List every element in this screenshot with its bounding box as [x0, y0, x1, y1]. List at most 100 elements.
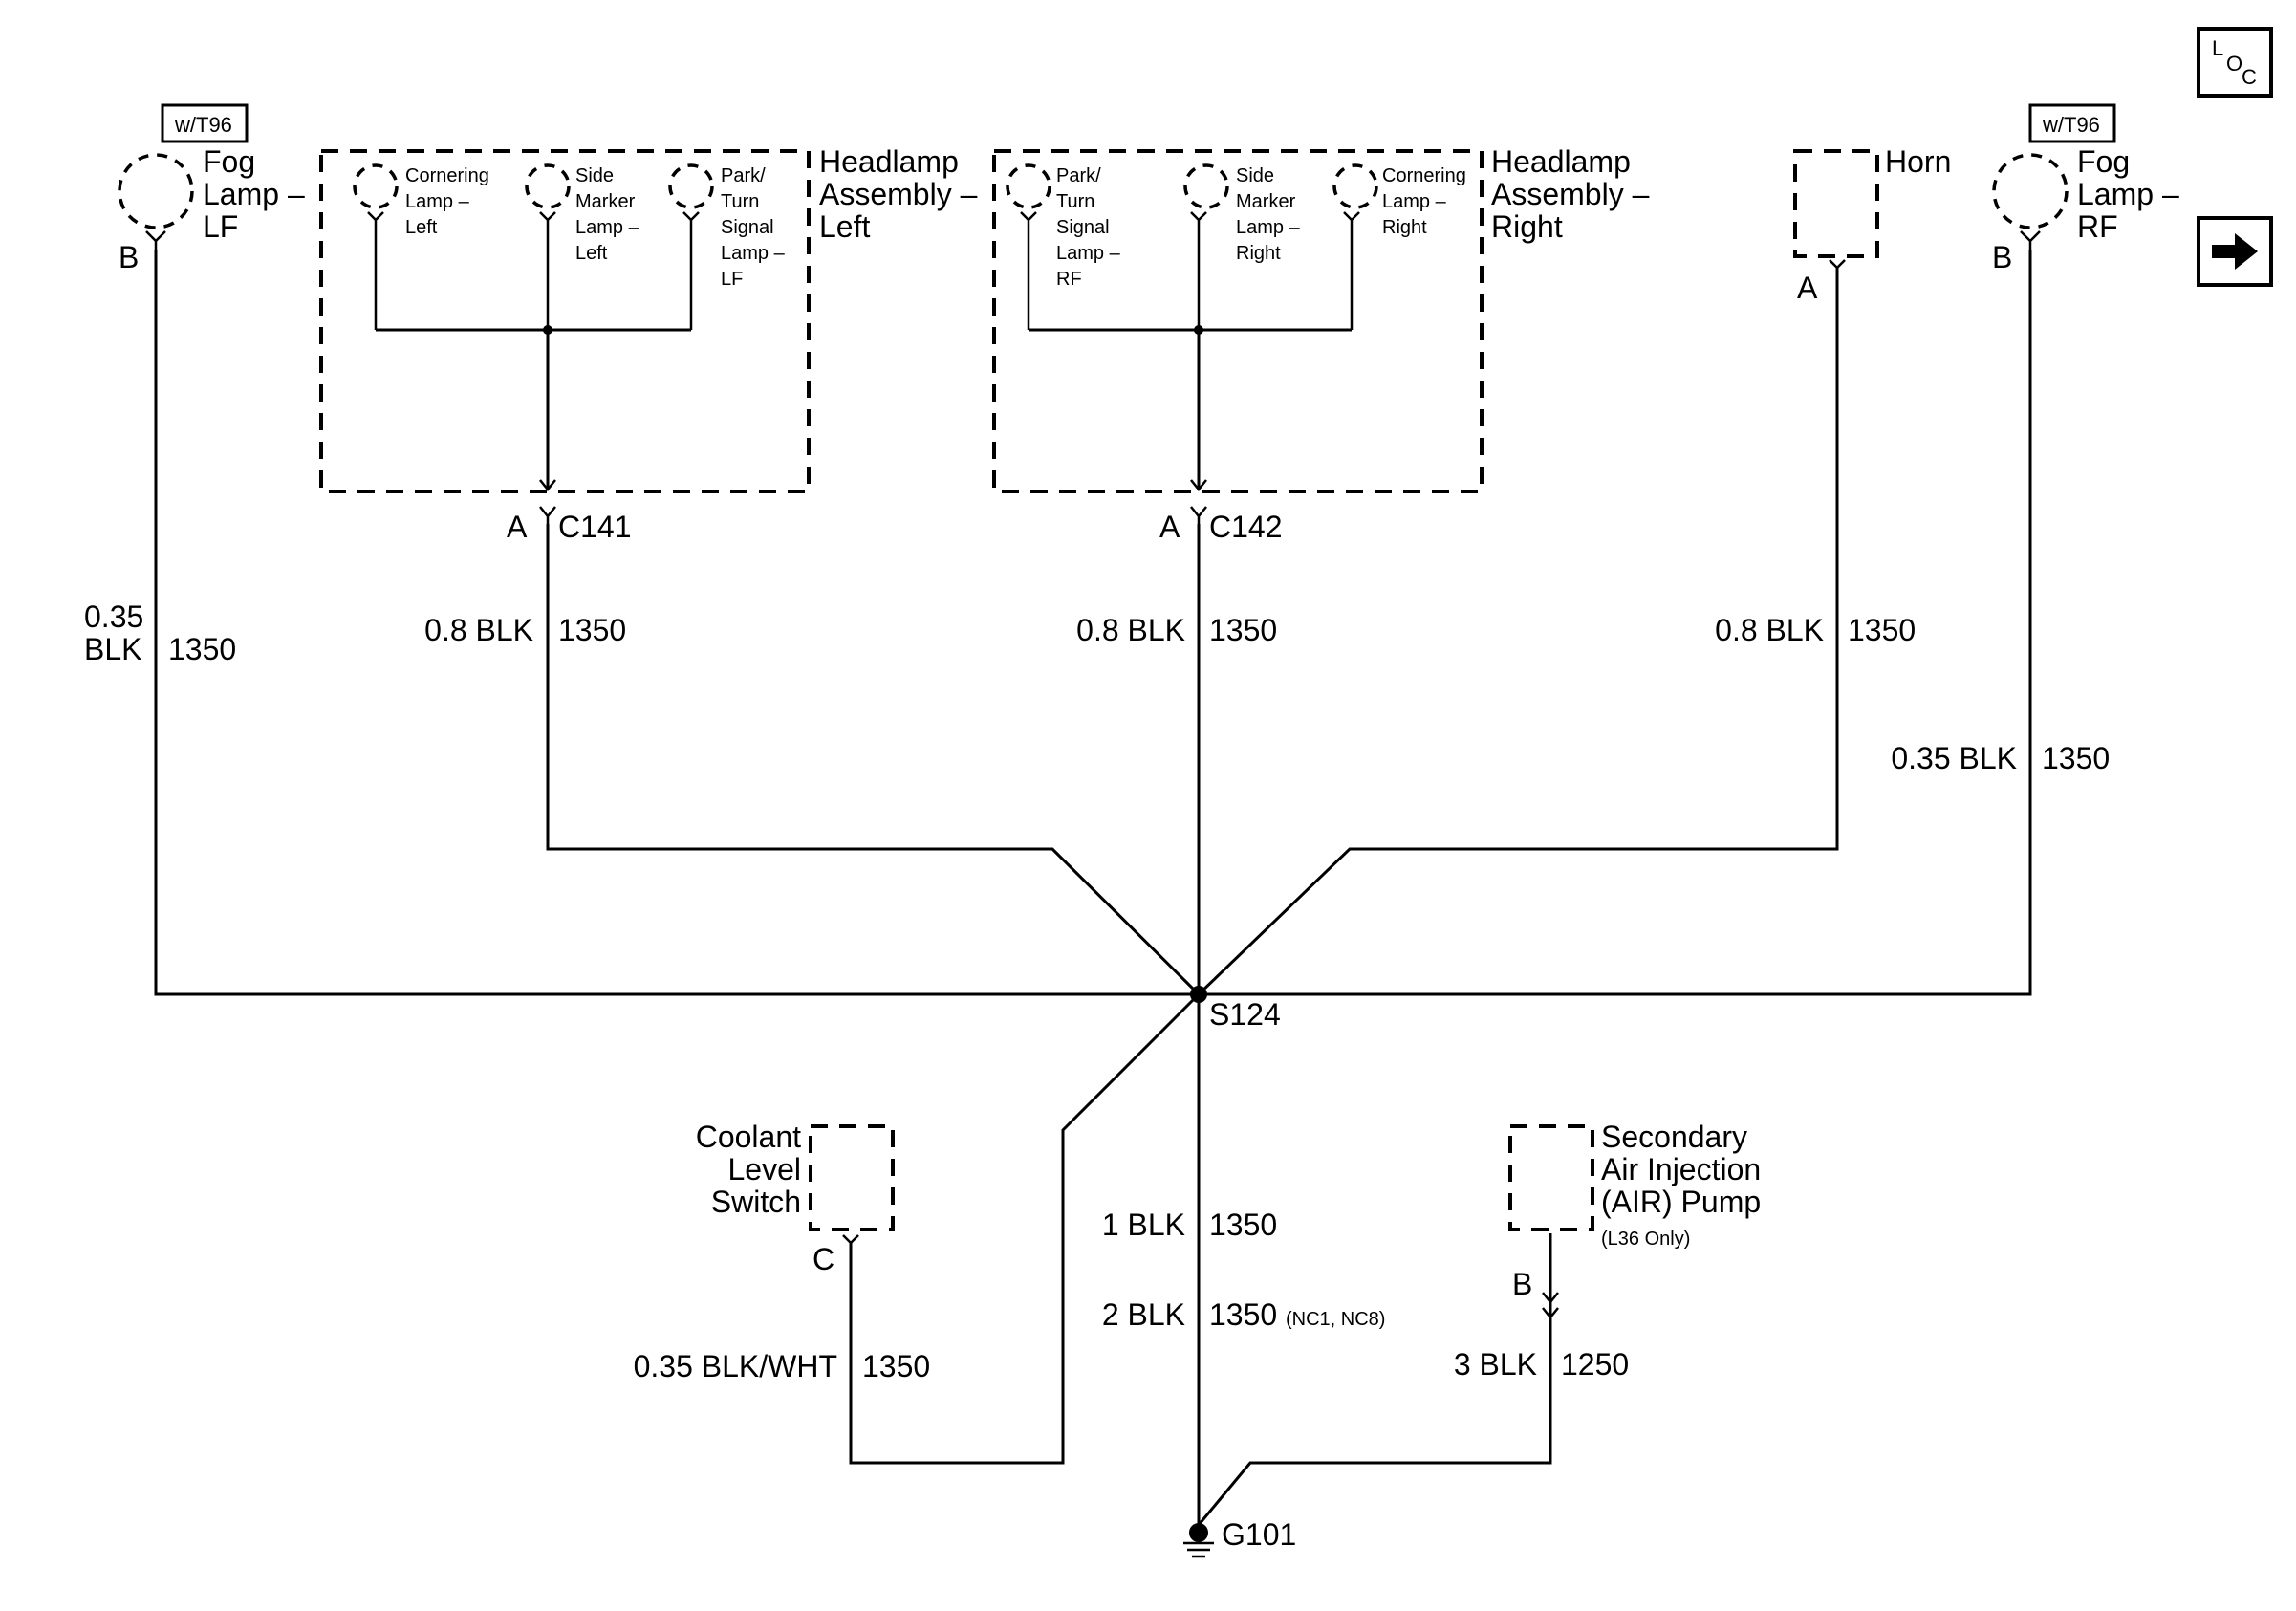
park-turn-rf-text-3: Signal [1056, 217, 1110, 238]
connector-c141: A C141 [507, 506, 632, 544]
connector-c142-name: C142 [1209, 510, 1283, 544]
side-marker-left-text-1: Side [575, 165, 614, 186]
fog-lamp-rf: w/T96 Fog Lamp – RF B [1992, 103, 2179, 274]
wire-label-fog-lf: 0.35 BLK 1350 [84, 599, 236, 666]
loc-letter-o: O [2226, 52, 2242, 76]
wire-horn-label: 0.8 BLK [1715, 613, 1824, 647]
wire-horn-circuit: 1350 [1848, 613, 1916, 647]
wire-c142-circuit: 1350 [1209, 613, 1277, 647]
side-marker-lamp-left-bulb [525, 163, 571, 209]
fog-lamp-rf-line1: Fog [2077, 144, 2130, 179]
cornering-right-text-1: Cornering [1382, 165, 1466, 186]
wire-c141-label: 0.8 BLK [424, 613, 533, 647]
park-turn-lf-text-2: Turn [721, 191, 759, 212]
wire-air-pump-circuit: 1250 [1561, 1347, 1629, 1382]
connector-c142-pin: A [1159, 510, 1180, 544]
fog-lamp-lf-line1: Fog [203, 144, 255, 179]
side-marker-right-text-1: Side [1236, 165, 1274, 186]
coolant-level-switch: Coolant Level Switch C [696, 1120, 895, 1276]
park-turn-lamp-lf-bulb [668, 163, 714, 209]
fog-lamp-lf-pin: B [119, 240, 139, 274]
air-pump-outline [1508, 1124, 1594, 1231]
air-pump-note: (L36 Only) [1601, 1229, 1690, 1250]
horn-pin: A [1797, 271, 1818, 305]
wire-ground-alt-label: 2 BLK [1102, 1297, 1185, 1332]
wire-fog-lf-color: BLK [84, 632, 141, 666]
wire-fog-lf [154, 250, 1199, 996]
park-turn-rf-text-1: Park/ [1056, 165, 1101, 186]
horn: Horn A [1793, 144, 1951, 305]
coolant-switch-outline [809, 1124, 895, 1231]
fog-lamp-lf-line2: Lamp – [203, 177, 305, 211]
fog-lamp-rf-bulb [1992, 153, 2069, 229]
cornering-lamp-left-text-1: Cornering [405, 165, 489, 186]
wire-coolant [849, 992, 1201, 1465]
park-turn-rf-text-4: Lamp – [1056, 243, 1121, 264]
wire-c142-label: 0.8 BLK [1076, 613, 1185, 647]
wire-fog-lf-circuit: 1350 [168, 632, 236, 666]
cornering-right-text-3: Right [1382, 217, 1427, 238]
option-badge-lf [161, 103, 249, 143]
wire-coolant-circuit: 1350 [862, 1349, 930, 1383]
headlamp-left-line3: Left [819, 209, 870, 244]
splice-s124-label: S124 [1209, 997, 1281, 1032]
park-turn-lf-text-1: Park/ [721, 165, 766, 186]
side-marker-left-text-3: Lamp – [575, 217, 640, 238]
side-marker-lamp-right-bulb [1183, 163, 1229, 209]
ground-symbol [1183, 1523, 1214, 1558]
wire-fog-rf-label: 0.35 BLK [1891, 741, 2017, 775]
fog-lamp-lf-line3: LF [203, 209, 238, 244]
air-pump-line2: Air Injection [1601, 1152, 1761, 1186]
headlamp-right-line2: Assembly – [1491, 177, 1650, 211]
coolant-pin: C [812, 1242, 834, 1276]
park-turn-lamp-rf-bulb [1006, 163, 1051, 209]
headlamp-assembly-left: Headlamp Assembly – Left Cornering Lamp … [319, 144, 978, 493]
fog-lamp-lf-bulb [118, 153, 194, 229]
cornering-lamp-right-bulb [1332, 163, 1378, 209]
wire-ground-main-label: 1 BLK [1102, 1208, 1185, 1242]
connector-c141-pin: A [507, 510, 528, 544]
wire-c141 [546, 524, 1201, 996]
cornering-lamp-left-text-2: Lamp – [405, 191, 470, 212]
wire-fog-rf [1199, 250, 2032, 996]
fog-lamp-lf: w/T96 Fog Lamp – LF B [118, 103, 305, 274]
wire-fog-lf-size: 0.35 [84, 599, 143, 634]
wire-air-pump-label: 3 BLK [1454, 1347, 1537, 1382]
wire-ground-alt-note: (NC1, NC8) [1286, 1309, 1385, 1330]
ground-g101-label: G101 [1222, 1517, 1296, 1552]
headlamp-right-outline [992, 149, 1484, 493]
side-marker-left-text-2: Marker [575, 191, 636, 212]
loc-letter-c: C [2242, 65, 2257, 89]
coolant-line3: Switch [711, 1185, 801, 1219]
wire-air-pump [1197, 1233, 1552, 1526]
fog-lamp-rf-line2: Lamp – [2077, 177, 2179, 211]
wire-c141-circuit: 1350 [558, 613, 626, 647]
headlamp-right-line1: Headlamp [1491, 144, 1631, 179]
fog-lamp-rf-pin: B [1992, 240, 2012, 274]
side-marker-right-text-4: Right [1236, 243, 1281, 264]
arrow-right-icon[interactable] [2197, 216, 2273, 287]
loc-icon[interactable]: L O C [2197, 27, 2273, 98]
park-turn-lf-text-4: Lamp – [721, 243, 786, 264]
connector-c141-name: C141 [558, 510, 632, 544]
cornering-lamp-left-bulb [353, 163, 399, 209]
side-marker-left-text-4: Left [575, 243, 608, 264]
option-text-rf: w/T96 [2042, 113, 2100, 137]
wire-coolant-label: 0.35 BLK/WHT [634, 1349, 837, 1383]
side-marker-right-text-3: Lamp – [1236, 217, 1301, 238]
loc-letter-l: L [2212, 36, 2223, 60]
option-text-lf: w/T96 [174, 113, 232, 137]
headlamp-assembly-right: Headlamp Assembly – Right Park/ Turn Sig… [992, 144, 1650, 493]
connector-c142: A C142 [1159, 506, 1283, 544]
wire-fog-rf-circuit: 1350 [2042, 741, 2110, 775]
air-pump-line1: Secondary [1601, 1120, 1747, 1154]
cornering-right-text-2: Lamp – [1382, 191, 1447, 212]
headlamp-right-line3: Right [1491, 209, 1563, 244]
headlamp-left-line2: Assembly – [819, 177, 978, 211]
park-turn-rf-text-5: RF [1056, 269, 1082, 290]
wire-ground-main-circuit: 1350 [1209, 1208, 1277, 1242]
option-badge-rf [2028, 103, 2116, 143]
air-injection-pump: Secondary Air Injection (AIR) Pump (L36 … [1508, 1120, 1761, 1320]
park-turn-rf-text-2: Turn [1056, 191, 1094, 212]
